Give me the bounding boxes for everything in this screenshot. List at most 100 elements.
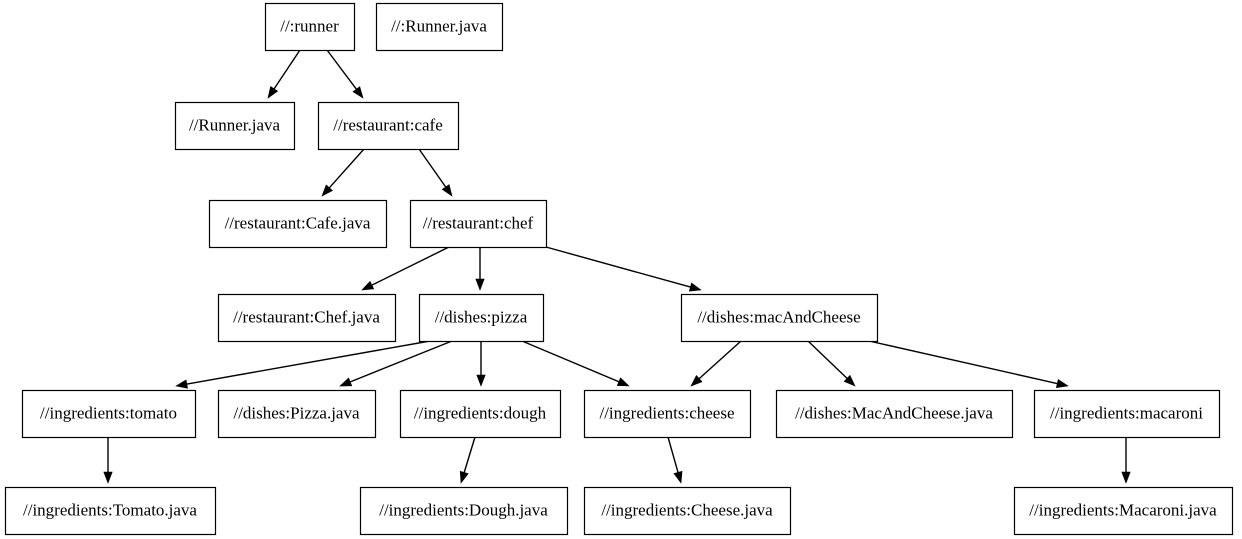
node-label: //ingredients:Tomato.java xyxy=(23,500,197,519)
graph-node[interactable]: //ingredients:tomato xyxy=(21,389,197,439)
edge-arrowhead-icon xyxy=(475,278,485,291)
edge-line xyxy=(667,436,680,475)
edge-arrowhead-icon xyxy=(361,280,375,291)
graph-node[interactable]: //ingredients:Dough.java xyxy=(359,486,569,536)
node-box[interactable] xyxy=(418,293,545,343)
node-box[interactable] xyxy=(775,389,1014,439)
graph-edge xyxy=(339,340,453,387)
graph-edge xyxy=(361,246,450,291)
graph-node[interactable]: //Runner.java xyxy=(174,101,296,151)
graph-edge xyxy=(459,436,476,484)
graph-edge xyxy=(868,340,1069,389)
graph-edge xyxy=(1121,437,1131,484)
graph-node[interactable]: //dishes:MacAndCheese.java xyxy=(775,389,1014,439)
node-box[interactable] xyxy=(217,293,397,343)
edge-line xyxy=(326,49,359,92)
graph-node[interactable]: //:runner xyxy=(264,2,356,52)
edge-arrowhead-icon xyxy=(339,377,353,387)
graph-edge xyxy=(521,340,630,387)
graph-node[interactable]: //restaurant:Cafe.java xyxy=(208,199,388,249)
edge-arrowhead-icon xyxy=(616,377,630,387)
edge-line xyxy=(697,340,742,381)
node-label: //ingredients:Dough.java xyxy=(379,500,548,519)
node-label: //dishes:pizza xyxy=(435,307,528,326)
edge-line xyxy=(327,148,365,190)
node-label: //dishes:Pizza.java xyxy=(233,403,360,422)
edge-arrowhead-icon xyxy=(175,379,188,389)
graph-edge xyxy=(175,340,431,389)
edge-arrowhead-icon xyxy=(103,471,113,484)
edge-line xyxy=(418,148,448,190)
node-box[interactable] xyxy=(680,293,879,343)
node-box[interactable] xyxy=(583,486,792,536)
node-label: //restaurant:Cafe.java xyxy=(225,213,371,232)
edge-arrowhead-icon xyxy=(352,86,364,99)
edge-line xyxy=(545,246,693,289)
node-box[interactable] xyxy=(1013,486,1234,536)
edge-line xyxy=(348,340,453,384)
nodes-layer: //:runner //:Runner.java //Runner.java //re… xyxy=(4,2,1234,536)
graph-edge xyxy=(690,340,742,387)
node-label: //ingredients:Macaroni.java xyxy=(1029,500,1217,519)
graph-node[interactable]: //ingredients:Tomato.java xyxy=(4,486,217,536)
node-box[interactable] xyxy=(359,486,569,536)
graph-node[interactable]: //ingredients:macaroni xyxy=(1033,389,1221,439)
node-label: //ingredients:Cheese.java xyxy=(601,500,773,519)
graph-node[interactable]: //restaurant:chef xyxy=(409,199,548,249)
edges-layer xyxy=(103,49,1131,484)
node-box[interactable] xyxy=(4,486,217,536)
node-box[interactable] xyxy=(583,389,752,439)
node-box[interactable] xyxy=(399,389,562,439)
graph-edge xyxy=(545,246,702,292)
node-label: //restaurant:Chef.java xyxy=(233,307,380,326)
graph-node[interactable]: //ingredients:dough xyxy=(399,389,562,439)
node-label: //ingredients:macaroni xyxy=(1050,403,1203,422)
graph-node[interactable]: //restaurant:Chef.java xyxy=(217,293,397,343)
node-label: //:runner xyxy=(280,16,339,35)
edge-line xyxy=(272,49,301,91)
node-box[interactable] xyxy=(217,389,377,439)
node-box[interactable] xyxy=(174,101,296,151)
graph-node[interactable]: //:Runner.java xyxy=(375,2,504,52)
edge-arrowhead-icon xyxy=(459,470,469,484)
node-box[interactable] xyxy=(409,199,548,249)
graph-node[interactable]: //dishes:macAndCheese xyxy=(680,293,879,343)
node-label: //ingredients:cheese xyxy=(599,403,734,422)
graph-node[interactable]: //dishes:pizza xyxy=(418,293,545,343)
edge-arrowhead-icon xyxy=(690,374,703,387)
graph-edge xyxy=(321,148,365,197)
graph-node[interactable]: //ingredients:Cheese.java xyxy=(583,486,792,536)
edge-arrowhead-icon xyxy=(476,374,486,387)
edge-line xyxy=(184,340,431,386)
edge-line xyxy=(521,340,621,384)
edge-arrowhead-icon xyxy=(267,86,279,99)
node-box[interactable] xyxy=(21,389,197,439)
graph-node[interactable]: //dishes:Pizza.java xyxy=(217,389,377,439)
edge-line xyxy=(369,246,450,287)
edge-line xyxy=(807,340,849,381)
node-label: //ingredients:dough xyxy=(414,403,547,422)
graph-edge xyxy=(103,437,113,484)
node-label: //:Runner.java xyxy=(391,16,487,35)
graph-node[interactable]: //restaurant:cafe xyxy=(317,101,460,151)
node-box[interactable] xyxy=(317,101,460,151)
node-box[interactable] xyxy=(1033,389,1221,439)
edge-arrowhead-icon xyxy=(321,184,333,197)
graph-node[interactable]: //ingredients:Macaroni.java xyxy=(1013,486,1234,536)
node-label: //restaurant:cafe xyxy=(333,115,443,134)
node-label: //ingredients:tomato xyxy=(40,403,177,422)
graph-edge xyxy=(418,148,453,197)
edge-arrowhead-icon xyxy=(1055,378,1069,389)
graph-edge xyxy=(807,340,856,387)
node-box[interactable] xyxy=(264,2,356,52)
graph-node[interactable]: //ingredients:cheese xyxy=(583,389,752,439)
node-box[interactable] xyxy=(375,2,504,52)
edge-line xyxy=(868,340,1060,385)
graph-edge xyxy=(267,49,301,99)
graph-edge xyxy=(476,341,486,387)
node-box[interactable] xyxy=(208,199,388,249)
node-label: //dishes:MacAndCheese.java xyxy=(795,403,993,422)
node-label: //Runner.java xyxy=(189,115,281,134)
